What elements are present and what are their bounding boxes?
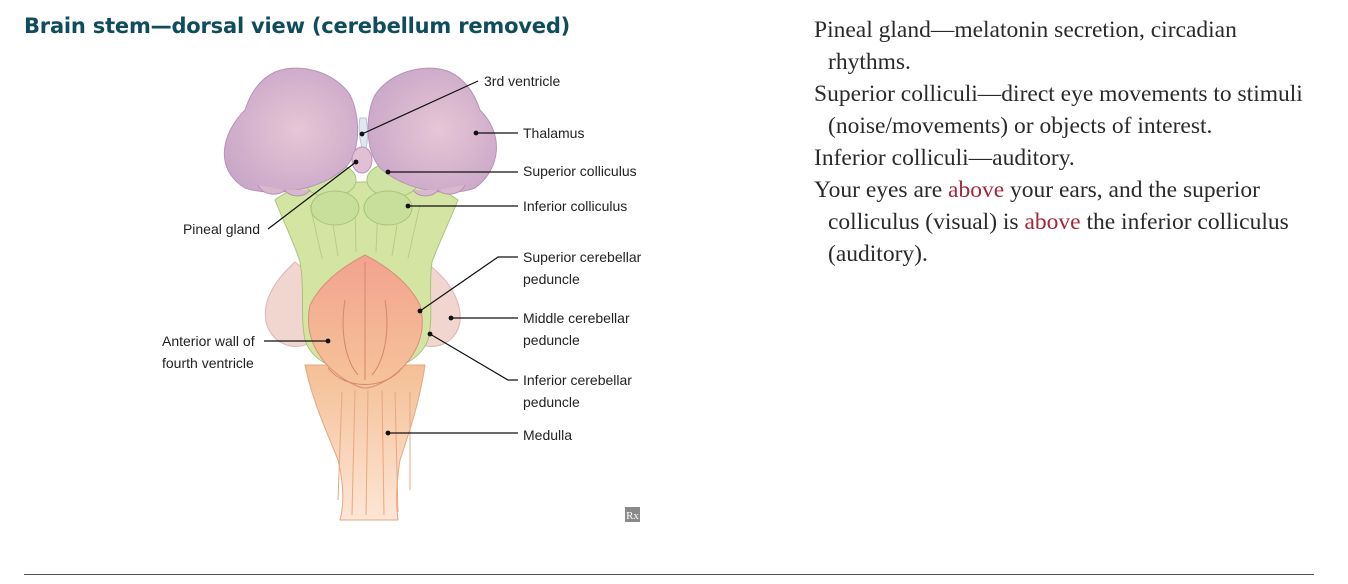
notes-panel: Pineal gland—melatonin secretion, circad… bbox=[814, 14, 1314, 270]
label-middle-cerebellar-peduncle-2: peduncle bbox=[523, 332, 580, 348]
label-anterior-wall-1: Anterior wall of bbox=[162, 333, 255, 349]
thalamus-lobules-left bbox=[257, 184, 311, 197]
bottom-divider bbox=[24, 574, 1314, 575]
label-3rd-ventricle: 3rd ventricle bbox=[484, 73, 560, 89]
thalamus-right bbox=[367, 67, 497, 193]
label-anterior-wall-2: fourth ventricle bbox=[162, 355, 254, 371]
label-superior-colliculus: Superior colliculus bbox=[523, 163, 637, 179]
inferior-colliculus-right bbox=[363, 190, 413, 226]
peduncle-striations bbox=[309, 204, 421, 259]
note4-emphasis-1: above bbox=[948, 177, 1005, 203]
note-eyes-above-ears: Your eyes are above your ears, and the s… bbox=[814, 174, 1314, 270]
label-pineal-gland: Pineal gland bbox=[183, 221, 260, 237]
obex-folds bbox=[327, 367, 403, 385]
label-superior-cerebellar-peduncle-1: Superior cerebellar bbox=[523, 249, 642, 265]
pineal-gland bbox=[351, 146, 373, 174]
label-inferior-colliculus: Inferior colliculus bbox=[523, 198, 627, 214]
brainstem-diagram: 3rd ventricle Thalamus Superior collicul… bbox=[162, 67, 642, 522]
note4-part-c: your ears, and the superior colliculus (… bbox=[828, 177, 1260, 235]
leader-lines bbox=[264, 80, 518, 434]
note-pineal-gland: Pineal gland—melatonin secretion, circad… bbox=[814, 17, 1237, 75]
label-superior-cerebellar-peduncle-2: peduncle bbox=[523, 271, 580, 287]
note-superior-colliculi: Superior colliculi—direct eye movements … bbox=[814, 81, 1303, 139]
page-title: Brain stem—dorsal view (cerebellum remov… bbox=[24, 14, 571, 38]
leader-dots bbox=[325, 130, 479, 436]
thalamus-left bbox=[223, 67, 359, 193]
thalamus-lobules-right bbox=[412, 184, 466, 197]
label-inferior-cerebellar-peduncle-1: Inferior cerebellar bbox=[523, 372, 632, 388]
fourth-ventricle-midline bbox=[342, 262, 388, 380]
note4-part-a: Your eyes are bbox=[814, 177, 949, 203]
label-inferior-cerebellar-peduncle-2: peduncle bbox=[523, 394, 580, 410]
medulla-fibers bbox=[337, 389, 411, 516]
rx-badge-text: Rx bbox=[626, 510, 639, 522]
note4-part-e: the inferior colliculus (auditory). bbox=[828, 209, 1289, 267]
label-middle-cerebellar-peduncle-1: Middle cerebellar bbox=[523, 310, 630, 326]
label-thalamus: Thalamus bbox=[523, 125, 584, 141]
label-medulla: Medulla bbox=[523, 427, 572, 443]
note-inferior-colliculi: Inferior colliculi—auditory. bbox=[814, 145, 1075, 171]
rx-badge: Rx bbox=[625, 507, 640, 522]
note4-emphasis-2: above bbox=[1024, 209, 1081, 235]
inferior-colliculus-left bbox=[310, 190, 360, 226]
